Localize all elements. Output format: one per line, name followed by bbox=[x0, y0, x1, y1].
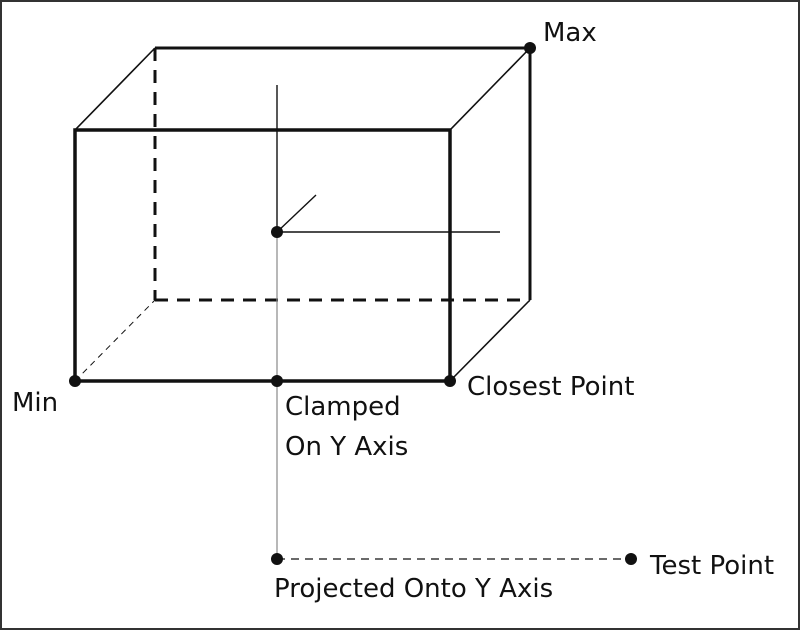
back-bottom-depth-edge-hidden bbox=[74, 299, 156, 382]
box-hidden-edges bbox=[74, 48, 530, 382]
clamped-label-line1: Clamped bbox=[285, 392, 401, 422]
depth-edge-bottom-right bbox=[449, 299, 531, 382]
center-point bbox=[271, 226, 283, 238]
test-point-label: Test Point bbox=[649, 551, 774, 581]
max-point bbox=[524, 42, 536, 54]
closest-point-label: Closest Point bbox=[467, 372, 634, 402]
test-point bbox=[625, 553, 637, 565]
max-label: Max bbox=[543, 18, 597, 48]
projected-point bbox=[271, 553, 283, 565]
box-back-face bbox=[155, 46, 532, 300]
center-axes bbox=[276, 85, 500, 233]
clamped-label-line2: On Y Axis bbox=[285, 432, 408, 462]
min-point bbox=[69, 375, 81, 387]
projected-label: Projected Onto Y Axis bbox=[274, 574, 553, 604]
depth-edge-top-left bbox=[74, 47, 156, 131]
box-depth-edges bbox=[74, 47, 531, 382]
depth-edge-top-right bbox=[449, 47, 531, 131]
clamped-point bbox=[271, 375, 283, 387]
box-front-face bbox=[73, 128, 452, 383]
points bbox=[69, 42, 637, 565]
closest-point bbox=[444, 375, 456, 387]
min-label: Min bbox=[12, 388, 58, 418]
center-z-axis bbox=[276, 194, 317, 233]
